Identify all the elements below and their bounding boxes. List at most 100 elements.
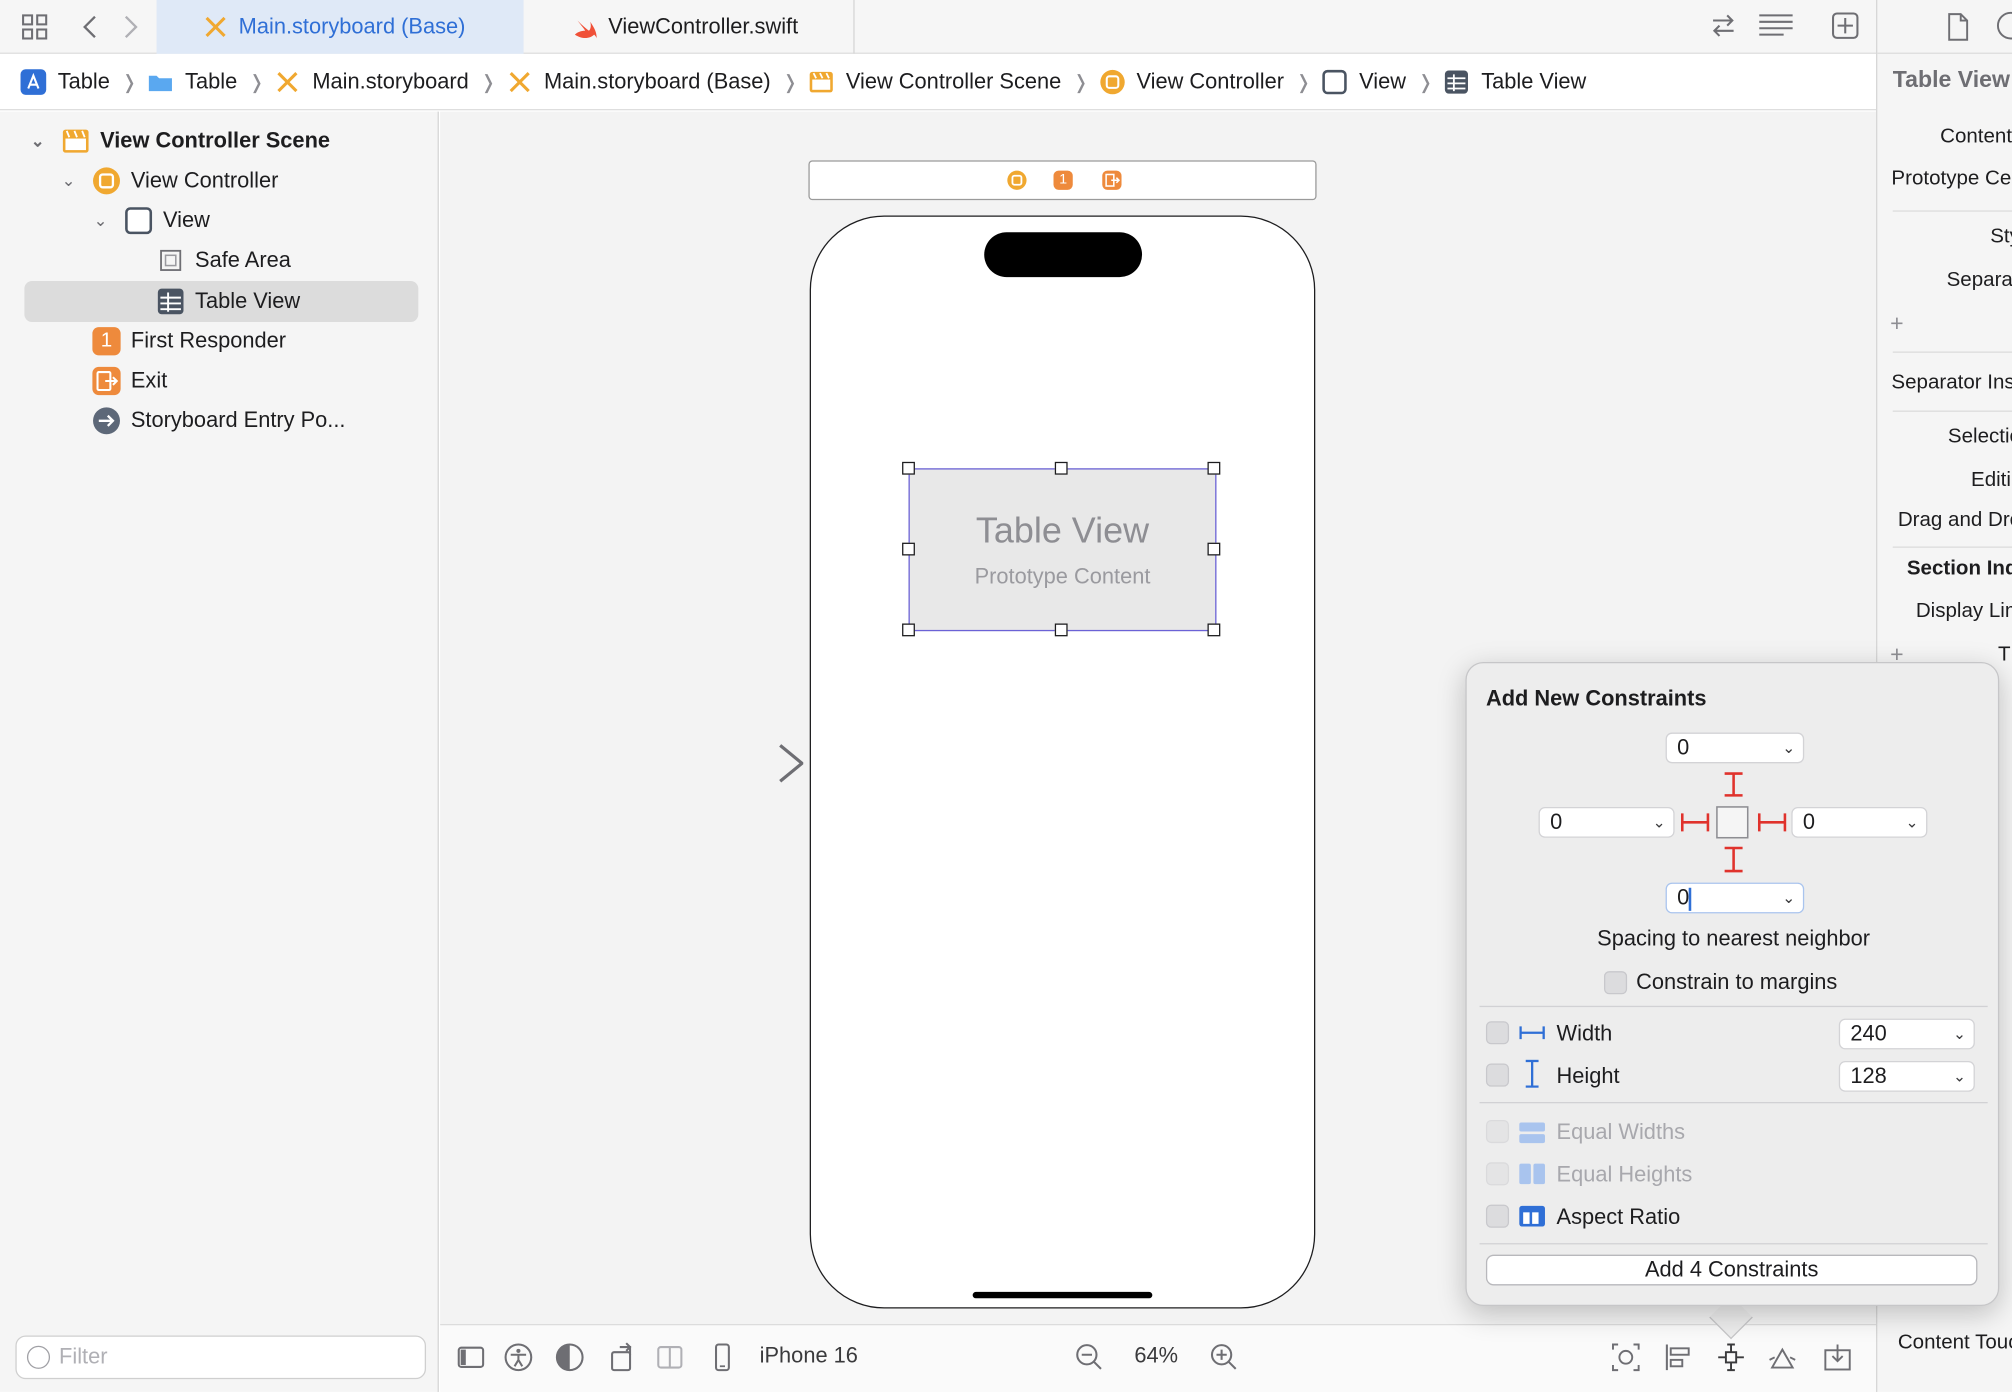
- breadcrumb-item[interactable]: View ❭: [1322, 69, 1434, 95]
- chevron-down-icon[interactable]: ⌄: [1905, 813, 1919, 832]
- constrain-to-margins-label: Constrain to margins: [1636, 969, 1838, 995]
- outline-item-exit[interactable]: Exit: [92, 362, 167, 400]
- embed-in-icon[interactable]: [1822, 1342, 1853, 1373]
- equal-heights-checkbox[interactable]: [1485, 1162, 1510, 1186]
- height-checkbox[interactable]: [1485, 1063, 1510, 1087]
- table-view[interactable]: Table View Prototype Content: [908, 468, 1217, 632]
- zoom-in-icon[interactable]: [1209, 1342, 1240, 1373]
- bottom-spacing-field[interactable]: 0 ⌄: [1665, 882, 1805, 914]
- chevron-down-icon[interactable]: ⌄: [1952, 1025, 1966, 1043]
- scene-dock[interactable]: 1: [808, 160, 1317, 201]
- chevron-down-icon[interactable]: ⌄: [1652, 813, 1666, 832]
- outline-item-view-controller[interactable]: ⌄ View Controller: [62, 162, 279, 200]
- trailing-spacing-field[interactable]: 0 ⌄: [1791, 806, 1928, 838]
- outline-item-first-responder[interactable]: 1 First Responder: [92, 322, 286, 360]
- device-icon[interactable]: [707, 1342, 738, 1373]
- height-label: Height: [1556, 1063, 1620, 1088]
- plus-icon[interactable]: +: [1890, 310, 1904, 337]
- outline-item-safe-area[interactable]: Safe Area: [157, 241, 291, 279]
- iphone-frame[interactable]: Table View Prototype Content: [809, 215, 1316, 1309]
- add-constraints-icon[interactable]: [1716, 1342, 1747, 1373]
- breadcrumb-item[interactable]: Table ❭: [148, 69, 265, 95]
- leading-constraint-icon[interactable]: [1680, 813, 1710, 832]
- appearance-icon[interactable]: [554, 1342, 585, 1373]
- outline-item-storyboard-entry-point[interactable]: Storyboard Entry Po...: [92, 402, 346, 440]
- chevron-down-icon[interactable]: ⌄: [1782, 738, 1796, 757]
- outline-item-view-controller-scene[interactable]: ⌄ View Controller Scene: [31, 122, 330, 160]
- split-view-icon[interactable]: [654, 1342, 685, 1373]
- orientation-icon[interactable]: [607, 1342, 638, 1373]
- breadcrumb-separator-icon: ❭: [121, 71, 138, 94]
- breadcrumb-item[interactable]: Table View: [1444, 69, 1586, 95]
- bottom-constraint-icon[interactable]: [1724, 846, 1743, 873]
- tab-main-storyboard[interactable]: Main.storyboard (Base): [156, 0, 524, 54]
- top-constraint-icon[interactable]: [1724, 772, 1743, 797]
- resize-handle[interactable]: [1054, 623, 1068, 637]
- align-icon[interactable]: [1663, 1342, 1694, 1373]
- outline-item-table-view[interactable]: Table View: [157, 282, 300, 320]
- resize-handle[interactable]: [1207, 623, 1221, 637]
- table-view-title: Table View: [975, 510, 1150, 551]
- resize-handle[interactable]: [902, 461, 915, 475]
- breadcrumb-label: Main.storyboard (Base): [543, 68, 771, 94]
- back-chevron-icon[interactable]: [77, 13, 105, 41]
- zoom-out-icon[interactable]: [1074, 1342, 1105, 1373]
- breadcrumb-item[interactable]: View Controller ❭: [1099, 69, 1312, 95]
- filter-field[interactable]: Filter: [15, 1335, 427, 1380]
- breadcrumb-item[interactable]: Main.storyboard ❭: [275, 69, 496, 95]
- popover-title: Add New Constraints: [1485, 686, 1707, 711]
- height-field[interactable]: 128 ⌄: [1838, 1060, 1975, 1092]
- add-editor-icon[interactable]: [1831, 10, 1859, 48]
- accessibility-icon[interactable]: [503, 1342, 534, 1373]
- grid-icon[interactable]: [21, 13, 49, 41]
- plus-icon[interactable]: +: [1890, 641, 1904, 668]
- history-inspector-icon[interactable]: [1995, 10, 2012, 47]
- tab-label: ViewController.swift: [608, 14, 799, 39]
- resize-handle[interactable]: [1207, 461, 1221, 475]
- entry-point-arrow-icon[interactable]: [680, 744, 804, 783]
- view-placeholder-icon: [1716, 806, 1749, 839]
- trailing-constraint-icon[interactable]: [1757, 813, 1787, 832]
- swap-arrows-icon[interactable]: [1709, 10, 1737, 48]
- canvas-bottom-bar: iPhone 16 64%: [440, 1323, 1877, 1392]
- trailing-spacing-value: 0: [1802, 809, 1816, 834]
- swift-icon: [572, 0, 598, 73]
- resize-handle[interactable]: [1054, 461, 1068, 475]
- zoom-level[interactable]: 64%: [1134, 1343, 1179, 1368]
- view-controller-icon[interactable]: [1007, 170, 1027, 190]
- resize-handle[interactable]: [902, 623, 915, 637]
- chevron-down-icon[interactable]: ⌄: [1952, 1067, 1966, 1086]
- width-field[interactable]: 240 ⌄: [1838, 1018, 1975, 1050]
- device-selector[interactable]: iPhone 16: [759, 1343, 858, 1368]
- exit-icon[interactable]: [1102, 170, 1122, 190]
- toggle-outline-icon[interactable]: [456, 1342, 487, 1373]
- document-outline: ⌄ View Controller Scene ⌄ View Controlle…: [0, 111, 439, 1392]
- leading-spacing-field[interactable]: 0 ⌄: [1538, 806, 1675, 838]
- disclosure-chevron-icon[interactable]: ⌄: [30, 130, 45, 151]
- breadcrumb-item[interactable]: Main.storyboard (Base) ❭: [507, 68, 798, 95]
- disclosure-chevron-icon[interactable]: ⌄: [61, 170, 76, 190]
- file-inspector-icon[interactable]: [1947, 13, 1970, 48]
- resize-handle[interactable]: [902, 542, 915, 556]
- add-constraints-button[interactable]: Add 4 Constraints: [1485, 1254, 1978, 1286]
- constraint-diagram: [1680, 772, 1787, 873]
- breadcrumb-item[interactable]: Table ❭: [20, 68, 138, 95]
- equal-heights-label: Equal Heights: [1556, 1162, 1693, 1187]
- editor-options-icon[interactable]: [1758, 10, 1794, 48]
- update-frames-icon[interactable]: [1610, 1342, 1641, 1373]
- first-responder-icon[interactable]: 1: [1053, 170, 1073, 190]
- tab-viewcontroller-swift[interactable]: ViewController.swift: [526, 0, 855, 54]
- forward-chevron-icon[interactable]: [115, 13, 143, 41]
- disclosure-chevron-icon[interactable]: ⌄: [93, 210, 108, 230]
- equal-widths-checkbox[interactable]: [1485, 1119, 1510, 1144]
- width-checkbox[interactable]: [1485, 1021, 1510, 1045]
- outline-item-view[interactable]: ⌄ View: [94, 201, 210, 239]
- breadcrumb-separator-icon: ❭: [1072, 71, 1089, 94]
- top-spacing-field[interactable]: 0 ⌄: [1665, 732, 1805, 764]
- aspect-ratio-checkbox[interactable]: [1485, 1204, 1510, 1228]
- resize-handle[interactable]: [1207, 542, 1221, 556]
- chevron-down-icon[interactable]: ⌄: [1782, 889, 1796, 908]
- constrain-to-margins-checkbox[interactable]: [1604, 971, 1628, 995]
- resolve-issues-icon[interactable]: [1767, 1342, 1798, 1373]
- breadcrumb-item[interactable]: View Controller Scene ❭: [809, 69, 1089, 95]
